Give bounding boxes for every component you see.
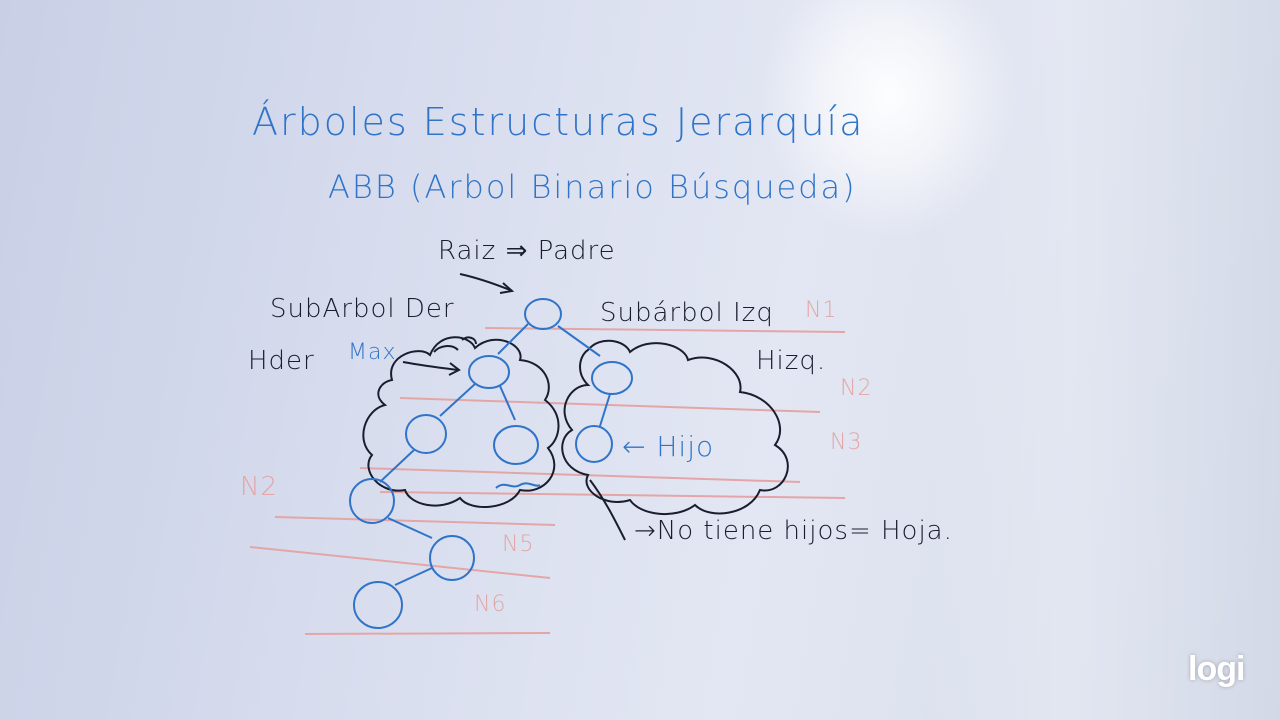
level-label: N5	[502, 532, 535, 557]
max-label: Max	[348, 340, 397, 365]
light-glare	[760, 0, 1020, 240]
leaf-label: →No tiene hijos= Hoja.	[634, 516, 953, 546]
light-glare-right	[930, 0, 1280, 720]
level-label: N2	[840, 376, 873, 401]
arrows	[402, 273, 626, 541]
board-subtitle: ABB (Arbol Binario Búsqueda)	[328, 168, 857, 206]
tree-nodes	[349, 298, 633, 629]
level-label: N3	[830, 430, 863, 455]
root-label: Raiz ⇒ Padre	[438, 236, 616, 266]
level-label: N2	[240, 472, 278, 502]
right-child-label: Hder	[248, 346, 315, 376]
logi-watermark-logo: logi	[1188, 650, 1245, 688]
level-label: N1	[805, 298, 838, 323]
child-label: ← Hijo	[622, 430, 715, 463]
right-subtree-cloud	[362, 336, 560, 509]
board-title: Árboles Estructuras Jerarquía	[252, 100, 865, 144]
left-subtree-label: Subárbol Izq	[600, 298, 774, 328]
left-subtree-cloud	[561, 339, 789, 516]
level-label: N6	[474, 592, 507, 617]
right-subtree-label: SubArbol Der	[270, 294, 455, 324]
left-child-label: Hizq.	[756, 346, 827, 376]
